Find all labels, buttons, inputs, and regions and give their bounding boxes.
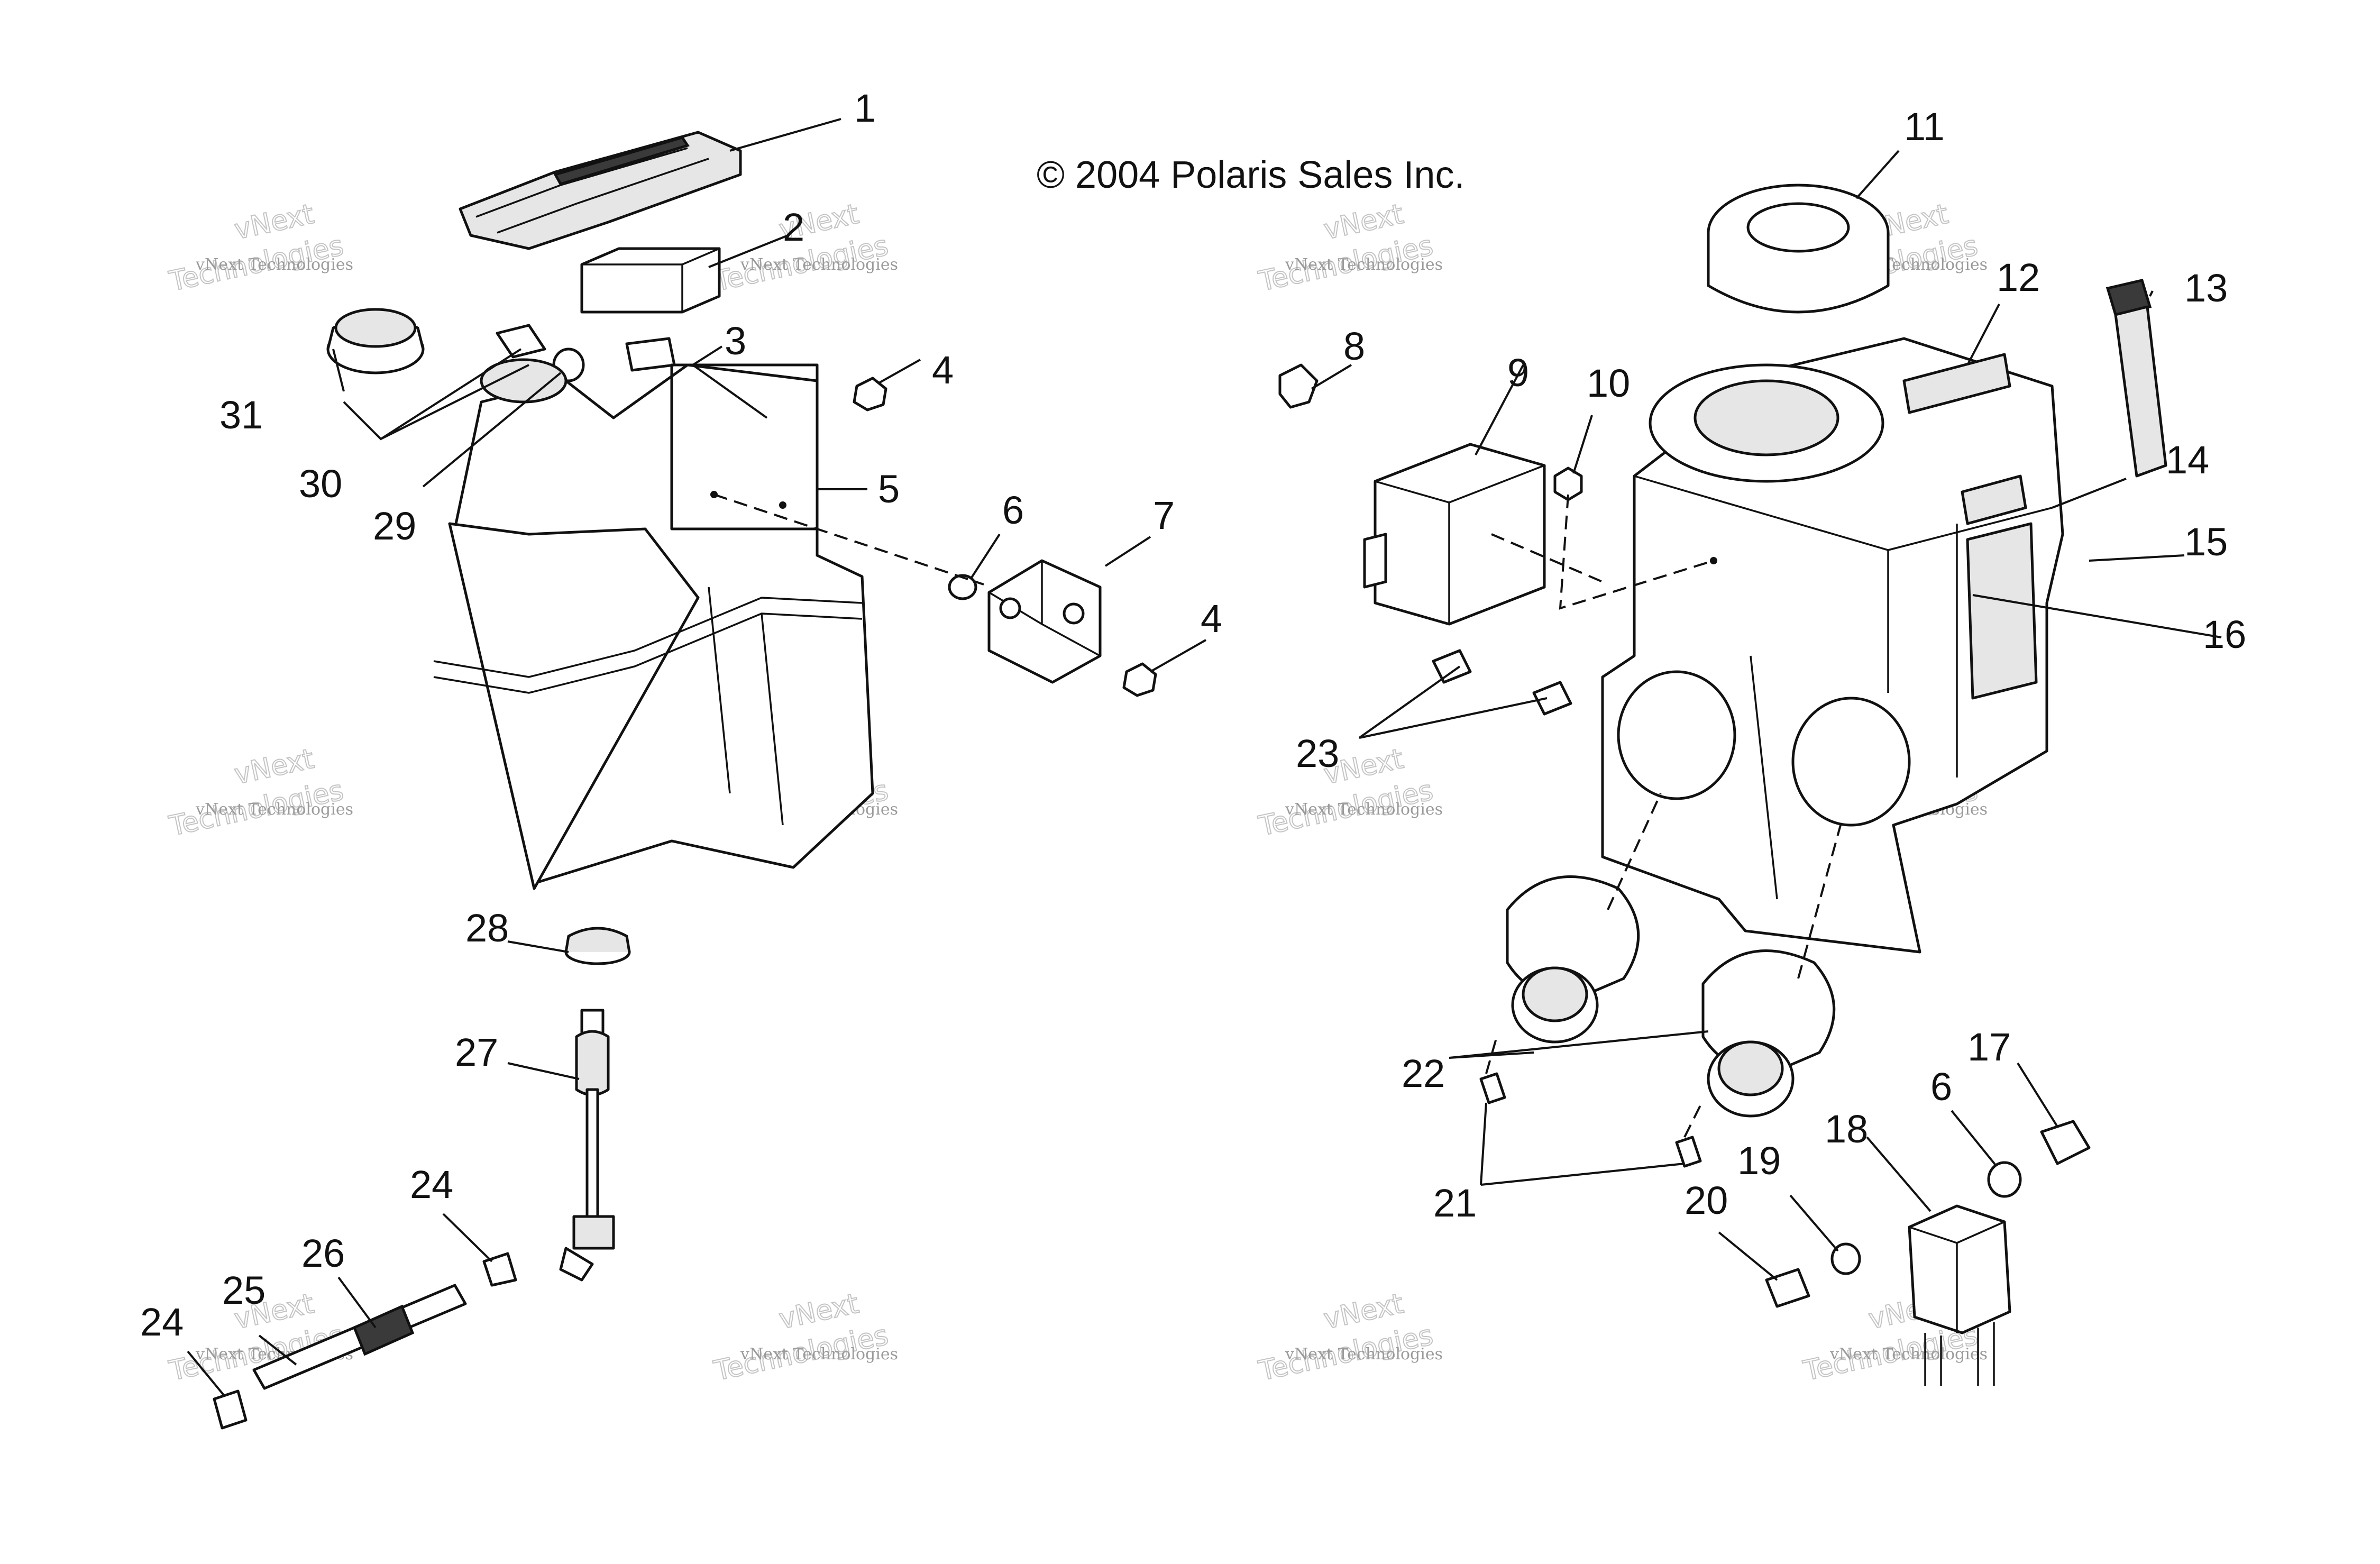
callout-8: 8 (1343, 324, 1365, 368)
callout-29: 29 (373, 504, 416, 548)
watermark: vNext Technologies vNext Technologies (1256, 743, 1443, 843)
svg-text:vNext Technologies: vNext Technologies (195, 255, 353, 274)
callout-6: 6 (1002, 488, 1024, 532)
callout-15: 15 (2184, 520, 2228, 564)
part-17-bolt (2040, 1120, 2091, 1165)
callout-3: 3 (725, 319, 746, 363)
copyright-text: © 2004 Polaris Sales Inc. (1037, 154, 1464, 196)
callout-26: 26 (301, 1231, 345, 1275)
svg-text:vNext Technologies: vNext Technologies (1829, 1345, 1988, 1364)
part-18-coil (1908, 1204, 2011, 1386)
svg-text:vNext Technologies: vNext Technologies (1285, 255, 1443, 274)
part-23-fitting-b (1532, 681, 1572, 716)
watermark: vNext Technologies vNext Technologies (1256, 198, 1443, 298)
part-12-airbox (1601, 337, 2064, 954)
oil-tank-assembly (213, 131, 1157, 1430)
svg-text:vNext Technologies: vNext Technologies (740, 1345, 898, 1364)
callout-6-right: 6 (1930, 1065, 1952, 1109)
part-6-washer (948, 574, 977, 600)
watermark: vNext Technologies vNext Technologies (1256, 1287, 1443, 1388)
callout-31: 31 (219, 393, 263, 437)
callout-1: 1 (854, 86, 876, 130)
svg-text:vNext Technologies: vNext Technologies (1285, 800, 1443, 819)
callout-4-lower: 4 (1201, 597, 1222, 641)
part-5-tank (433, 358, 874, 890)
callout-27: 27 (455, 1030, 498, 1074)
part-23-fitting-a (1432, 649, 1472, 684)
callout-24-upper: 24 (410, 1163, 453, 1206)
part-21-screw-b (1675, 1136, 1702, 1168)
callout-24-lower: 24 (140, 1300, 184, 1344)
callout-2: 2 (783, 205, 804, 249)
svg-text:vNext Technologies: vNext Technologies (1285, 1345, 1443, 1364)
watermark: vNext Technologies vNext Technologies (166, 198, 354, 298)
airbox-assembly (1278, 184, 2167, 1386)
part-7-pump (987, 559, 1102, 684)
part-26-hose (252, 1284, 467, 1390)
callout-30: 30 (299, 462, 342, 506)
callout-28: 28 (465, 906, 509, 950)
callout-22: 22 (1402, 1051, 1445, 1095)
callout-16: 16 (2203, 612, 2246, 656)
callout-20: 20 (1685, 1178, 1728, 1222)
part-10-nut (1553, 467, 1583, 501)
leader-lines (187, 118, 2222, 1397)
part-2-block (580, 247, 721, 314)
part-4-nut-lower (1122, 662, 1157, 697)
callout-12: 12 (1997, 255, 2040, 299)
part-4-nut (853, 377, 887, 411)
callout-18: 18 (1825, 1107, 1868, 1151)
part-3-bolt (625, 337, 676, 372)
part-22-boot-left (1506, 875, 1640, 1044)
callout-21: 21 (1433, 1181, 1477, 1225)
part-31-cap (326, 308, 425, 374)
callout-23: 23 (1296, 731, 1339, 775)
part-6-spacer (1987, 1161, 2022, 1198)
part-19-washer (1830, 1242, 1861, 1275)
callout-13: 13 (2184, 266, 2228, 310)
part-27-pickup (559, 1009, 615, 1282)
part-20-bolt (1765, 1268, 1810, 1308)
callout-10: 10 (1587, 361, 1630, 405)
part-24-clamp-lower (213, 1389, 248, 1430)
callout-25: 25 (222, 1268, 266, 1312)
callout-19: 19 (1737, 1139, 1781, 1183)
callout-5: 5 (878, 467, 900, 511)
part-30-bolt (496, 324, 546, 359)
callout-9: 9 (1507, 351, 1529, 395)
callout-17: 17 (1967, 1025, 2011, 1069)
callout-7: 7 (1153, 493, 1175, 537)
part-11-foam-ring (1707, 184, 1890, 314)
part-8-fastener (1278, 363, 1319, 409)
part-13-clip (2106, 279, 2167, 478)
callout-11: 11 (1904, 105, 1945, 149)
svg-text:vNext Technologies: vNext Technologies (195, 800, 353, 819)
part-9-module (1363, 443, 1546, 626)
part-22-boot-right (1701, 949, 1836, 1118)
svg-text:vNext Technologies: vNext Technologies (740, 255, 898, 274)
callout-4: 4 (932, 348, 954, 392)
part-1-cover (459, 131, 742, 250)
watermark: vNext Technologies vNext Technologies (711, 1287, 899, 1388)
callout-14: 14 (2166, 438, 2209, 482)
part-21-screw-a (1479, 1072, 1506, 1104)
callout-labels: 1 2 3 4 5 6 7 4 29 30 31 28 27 24 26 25 … (140, 86, 2246, 1344)
watermark: vNext Technologies vNext Technologies (166, 743, 354, 843)
part-28-grommet (564, 927, 631, 965)
